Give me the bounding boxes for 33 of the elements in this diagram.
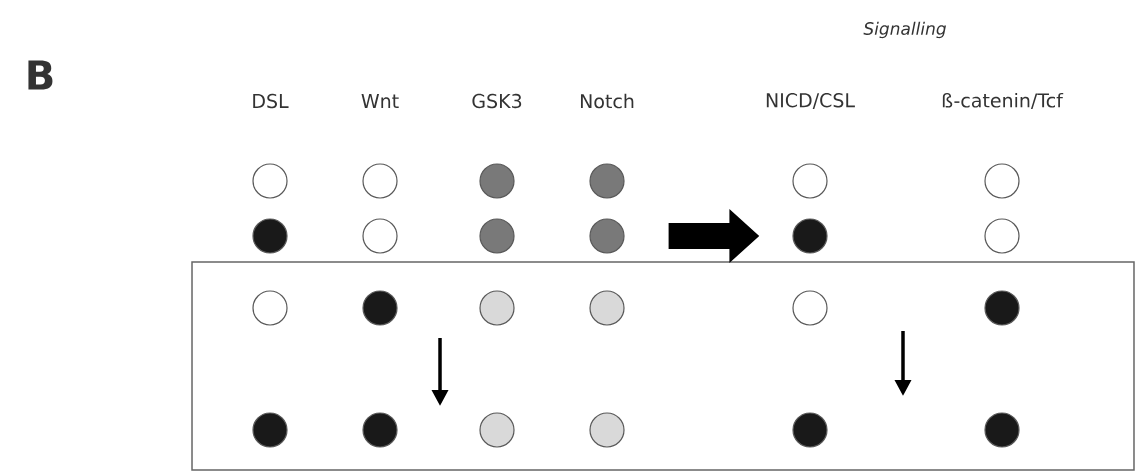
state-circle	[984, 218, 1020, 254]
state-circle	[252, 412, 288, 448]
state-circle	[792, 218, 828, 254]
state-circle	[362, 412, 398, 448]
column-header: GSK3	[472, 93, 522, 109]
state-circle	[252, 163, 288, 199]
group-frame	[191, 261, 1135, 471]
state-circle	[252, 218, 288, 254]
state-circle	[984, 290, 1020, 326]
state-circle	[479, 412, 515, 448]
column-header: Wnt	[361, 94, 399, 108]
column-header: DSL	[253, 93, 289, 109]
state-circle	[984, 412, 1020, 448]
state-circle	[792, 163, 828, 199]
state-circle	[589, 218, 625, 254]
column-header: NICD/CSL	[766, 93, 855, 109]
state-circle	[479, 290, 515, 326]
state-circle	[792, 412, 828, 448]
state-circle	[362, 290, 398, 326]
group-heading: Signalling	[863, 21, 946, 39]
state-circle	[589, 290, 625, 326]
column-header: ß-catenin/Tcf	[942, 92, 1064, 110]
panel-letter: B	[28, 60, 53, 90]
state-circle	[479, 218, 515, 254]
state-circle	[792, 290, 828, 326]
state-circle	[984, 163, 1020, 199]
state-circle	[362, 218, 398, 254]
state-circle	[589, 412, 625, 448]
state-circle	[589, 163, 625, 199]
column-header: Notch	[581, 93, 634, 109]
state-circle	[479, 163, 515, 199]
state-circle	[362, 163, 398, 199]
state-circle	[252, 290, 288, 326]
